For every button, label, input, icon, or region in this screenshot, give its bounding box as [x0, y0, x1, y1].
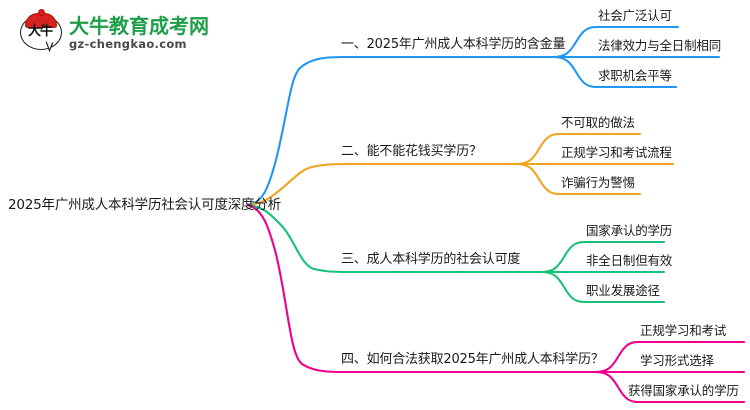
mindmap-branch-2-child-2-label[interactable]: 正规学习和考试流程 — [561, 145, 672, 160]
mindmap-branch-3-child-1-label[interactable]: 国家承认的学历 — [586, 223, 673, 238]
wire-root-to-branch-2 — [246, 162, 518, 207]
mindmap-branch-4-child-2-label[interactable]: 学习形式选择 — [640, 353, 714, 368]
mindmap-branch-1-child-3-label[interactable]: 求职机会平等 — [598, 68, 672, 83]
mindmap-branch-2-child-1-label[interactable]: 不可取的做法 — [561, 115, 635, 130]
wire-root-to-branch-1 — [246, 55, 555, 207]
mindmap-branch-3-child-2-label[interactable]: 非全日制但有效 — [586, 253, 673, 268]
mindmap-branch-2-label[interactable]: 二、能不能花钱买学历？ — [341, 144, 482, 159]
speech-bubble-tail-inner — [45, 41, 52, 50]
mindmap-branch-3-child-3-label[interactable]: 职业发展途径 — [586, 283, 660, 298]
logo-bubble-icon: 大牛 — [18, 9, 62, 54]
mindmap-branch-1-child-2-label[interactable]: 法律效力与全日制相同 — [598, 38, 722, 53]
mindmap-branch-1-label[interactable]: 一、2025年广州成人本科学历的含金量 — [341, 37, 566, 52]
mindmap-branch-2-child-3-label[interactable]: 诈骗行为警惕 — [561, 175, 635, 190]
graduation-cap-knob — [38, 9, 45, 16]
mindmap-branch-3-label[interactable]: 三、成人本科学历的社会认可度 — [341, 252, 521, 267]
wire-root-to-branch-4 — [246, 203, 597, 374]
mindmap-branch-4-child-3-label[interactable]: 获得国家承认的学历 — [628, 383, 739, 398]
site-logo[interactable]: 大牛 大牛教育成考网 gz-chengkao.com — [18, 9, 233, 56]
logo-title: 大牛教育成考网 — [69, 14, 209, 38]
logo-subtitle: gz-chengkao.com — [69, 37, 187, 51]
mindmap-root-node[interactable]: 2025年广州成人本科学历社会认可度深度分析 — [8, 197, 281, 213]
mindmap-branch-4-child-1-label[interactable]: 正规学习和考试 — [640, 323, 727, 338]
mindmap-branch-1-child-1-label[interactable]: 社会广泛认可 — [598, 8, 672, 23]
logo-text-block: 大牛教育成考网 gz-chengkao.com — [69, 15, 209, 51]
logo-mark-text: 大牛 — [27, 24, 53, 39]
mindmap-branch-4-label[interactable]: 四、如何合法获取2025年广州成人本科学历？ — [341, 352, 604, 367]
